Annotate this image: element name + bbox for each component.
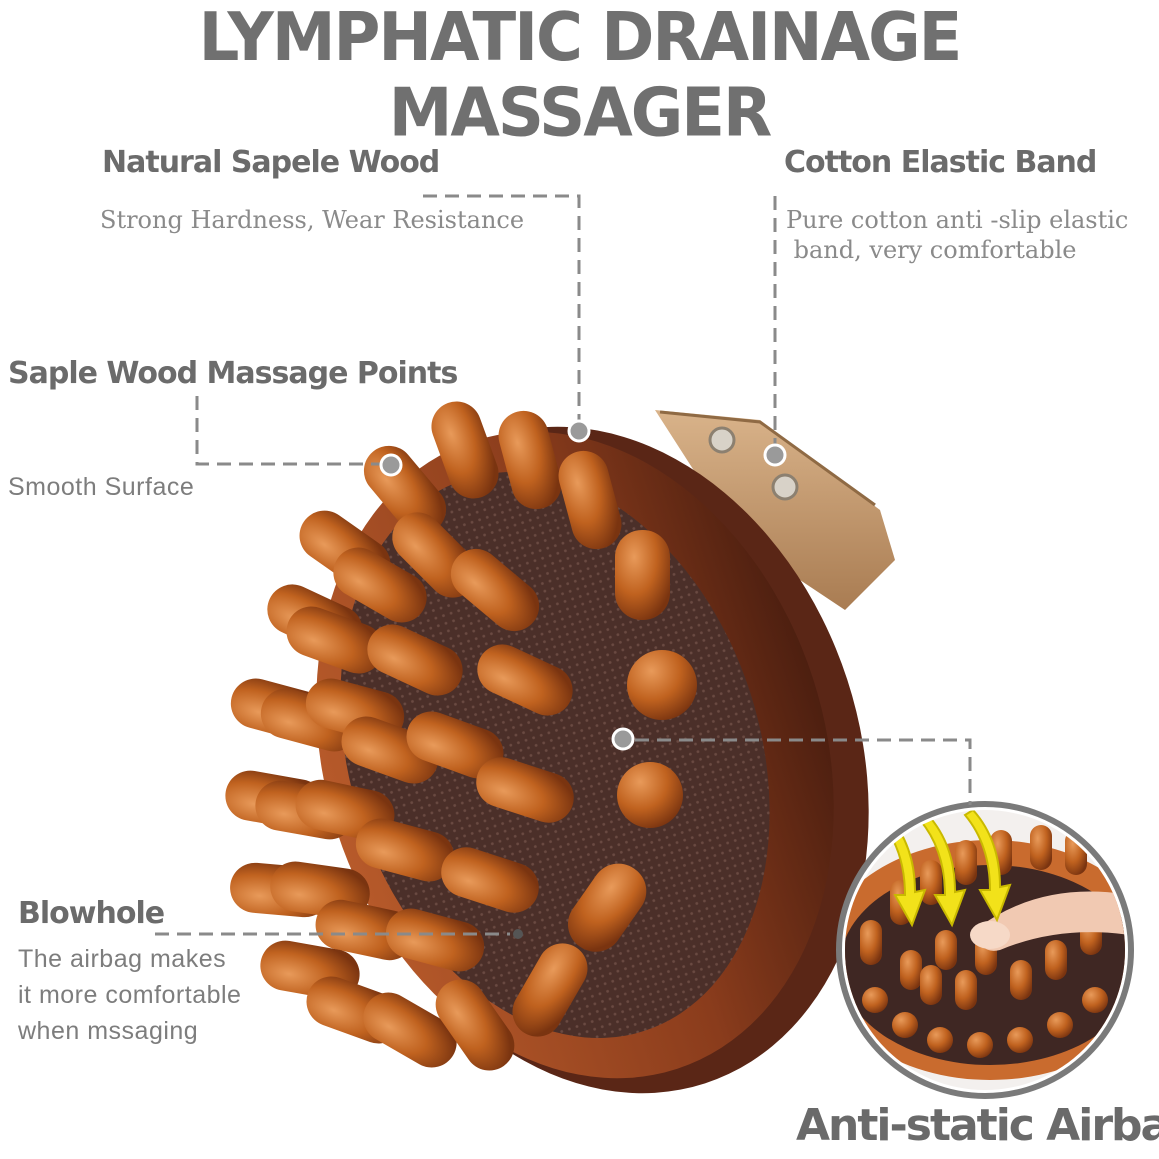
callout-dots [379, 419, 787, 939]
feature-blowhole-desc-line-2: it more comfortable [18, 981, 242, 1009]
callout-lines [155, 194, 972, 936]
feature-blowhole-desc-line-1: The airbag makes [18, 945, 227, 973]
airbag-detail-inset [836, 801, 1134, 1099]
feature-band-desc-line-1: Pure cotton anti -slip elastic [786, 206, 1129, 234]
feature-band-heading: Cotton Elastic Band [784, 145, 1097, 180]
feature-blowhole-desc-line-3: when mssaging [18, 1017, 199, 1045]
feature-wood-heading: Natural Sapele Wood [102, 145, 440, 180]
airbag-label: Anti-static Airbag [796, 1100, 1159, 1151]
feature-wood-desc: Strong Hardness, Wear Resistance [100, 206, 525, 234]
feature-blowhole-heading: Blowhole [18, 896, 165, 931]
feature-points-desc: Smooth Surface [8, 473, 195, 501]
feature-band-desc-line-2: band, very comfortable [786, 236, 1077, 264]
page-title: LYMPHATIC DRAINAGE MASSAGER [198, 0, 963, 153]
elastic-band [655, 410, 895, 610]
feature-points-heading: Saple Wood Massage Points [8, 356, 458, 391]
